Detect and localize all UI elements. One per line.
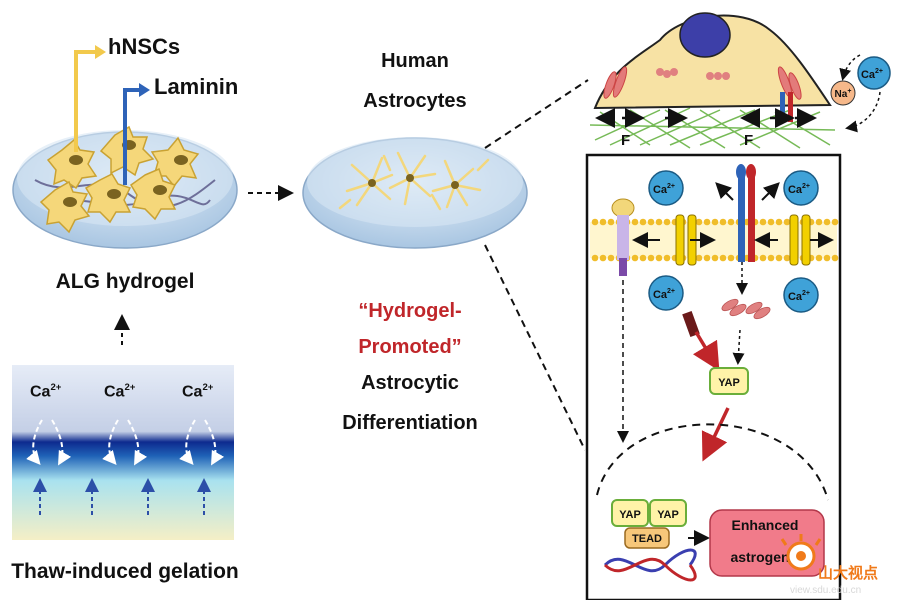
hnscs-label: hNSCs — [108, 34, 181, 59]
astrocytes-label: Astrocytes — [363, 90, 467, 112]
ca-ion-lower-right: Ca2+ — [783, 277, 819, 313]
astrocytic-label: Astrocytic — [361, 372, 459, 394]
ca-ion-label-3: Ca2+ — [182, 382, 214, 401]
watermark-url: view.sdu.edu.cn — [790, 585, 862, 596]
red-arrow-1 — [692, 331, 720, 372]
force-label-2: F — [744, 132, 753, 149]
red-arrow-2 — [701, 407, 730, 462]
differentiation-label: Differentiation — [342, 412, 478, 434]
svg-text:YAP: YAP — [718, 377, 740, 389]
svg-text:Na+: Na+ — [835, 88, 852, 100]
laminin-label: Laminin — [154, 74, 239, 99]
astrocyte-disc — [302, 137, 528, 249]
svg-text:Ca2+: Ca2+ — [788, 183, 810, 196]
ca-ion-label-2: Ca2+ — [104, 382, 136, 401]
watermark-logo — [780, 534, 822, 571]
watermark-text-cn: 山大视点 — [818, 565, 879, 582]
ion-channel-right — [789, 214, 811, 266]
membrane-receptor — [611, 198, 635, 276]
dna-helix — [603, 548, 697, 582]
alg-hydrogel-label: ALG hydrogel — [55, 270, 195, 293]
ca-ion-lower-left: Ca2+ — [648, 275, 684, 311]
svg-text:astrogen: astrogen — [730, 549, 789, 565]
human-label: Human — [381, 50, 449, 72]
svg-text:Ca2+: Ca2+ — [653, 288, 675, 301]
hnsc-cells — [39, 125, 200, 234]
laminin-pointer — [123, 83, 150, 185]
thaw-gelation-label: Thaw-induced gelation — [11, 560, 239, 583]
ca-ion-upper-left: Ca2+ — [648, 170, 684, 206]
svg-text:TEAD: TEAD — [632, 533, 662, 545]
force-label-1: F — [621, 132, 630, 149]
svg-text:YAP: YAP — [619, 509, 641, 521]
yap-box: YAP — [709, 367, 749, 395]
ca-ion-label-1: Ca2+ — [30, 382, 62, 401]
na-ion: Na+ — [830, 80, 856, 106]
ca-ion-top: Ca2+ — [857, 56, 891, 90]
hydrogel-promoted-line2: Promoted” — [358, 336, 462, 358]
zoom-lines — [484, 79, 589, 451]
nuclear-envelope — [596, 423, 829, 501]
actin-cluster — [721, 298, 771, 320]
hnscs-pointer — [74, 45, 106, 152]
hydrogel-promoted-line1: “Hydrogel- — [358, 300, 462, 322]
adherent-cell — [589, 12, 836, 149]
thaw-gelation-panel — [12, 365, 234, 540]
integrin — [736, 164, 756, 262]
yap-tead-complex: YAP YAP TEAD — [611, 499, 687, 549]
ca-ion-upper-right: Ca2+ — [783, 170, 819, 206]
svg-text:Enhanced: Enhanced — [732, 517, 799, 533]
svg-text:Ca2+: Ca2+ — [653, 183, 675, 196]
svg-text:Ca2+: Ca2+ — [861, 68, 883, 81]
svg-text:YAP: YAP — [657, 509, 679, 521]
svg-text:Ca2+: Ca2+ — [788, 290, 810, 303]
